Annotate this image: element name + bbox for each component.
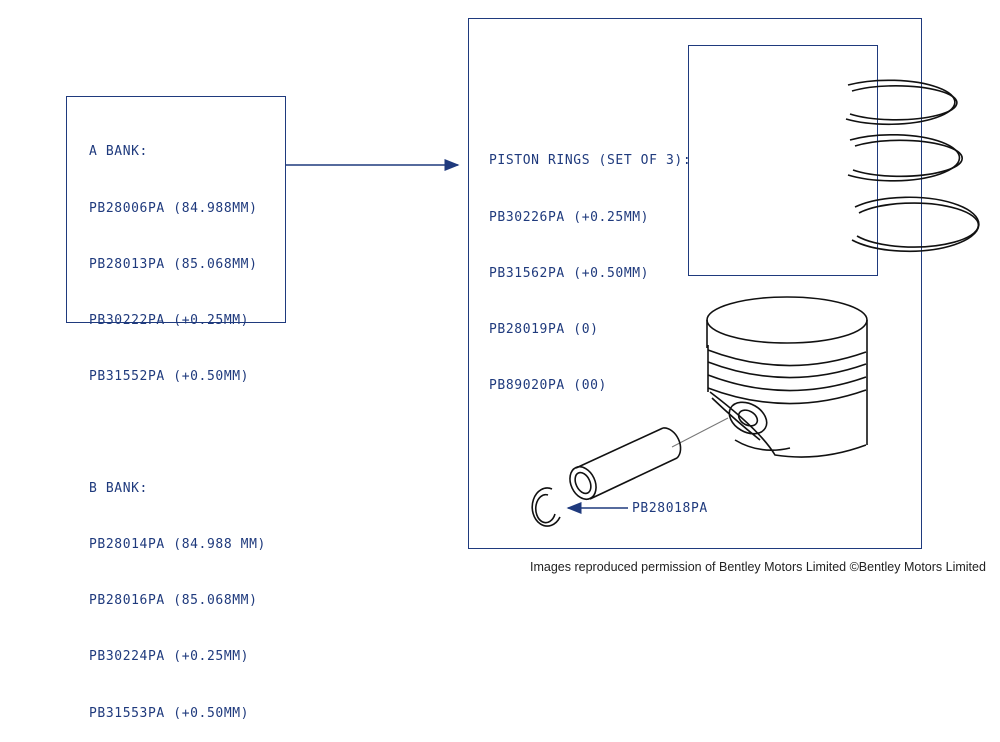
pin-axis-line (671, 417, 729, 448)
b-bank-part: PB31553PA (+0.50MM) (89, 705, 250, 721)
a-bank-part: PB28006PA (84.988MM) (89, 200, 258, 216)
piston-ring-part: PB89020PA (00) (489, 377, 607, 393)
piston-rings-heading: PISTON RINGS (SET OF 3): (489, 153, 692, 169)
piston-illustration (286, 79, 980, 527)
gudgeon-pin-icon (569, 427, 682, 501)
bank-parts-box (66, 96, 286, 323)
piston-rings-icon (845, 79, 980, 253)
a-bank-part: PB30222PA (+0.25MM) (89, 312, 250, 328)
copyright-notice: Images reproduced permission of Bentley … (530, 560, 986, 574)
piston-rings-box (688, 45, 878, 276)
b-bank-heading: B BANK: (89, 481, 148, 497)
piston-diagram-box (468, 18, 922, 549)
piston-icon (706, 296, 868, 458)
circlip-part-label: PB28018PA (632, 501, 708, 516)
a-bank-part: PB31552PA (+0.50MM) (89, 368, 250, 384)
b-bank-part: PB28014PA (84.988 MM) (89, 537, 266, 553)
a-bank-part: PB28013PA (85.068MM) (89, 256, 258, 272)
a-bank-heading: A BANK: (89, 144, 148, 160)
piston-rings-list: PISTON RINGS (SET OF 3): PB30226PA (+0.2… (489, 115, 691, 414)
circlip-icon (531, 487, 561, 527)
b-bank-part: PB28016PA (85.068MM) (89, 593, 258, 609)
piston-ring-part: PB28019PA (0) (489, 321, 599, 337)
b-bank-part: PB30224PA (+0.25MM) (89, 649, 250, 665)
piston-ring-part: PB30226PA (+0.25MM) (489, 209, 650, 225)
piston-ring-part: PB31562PA (+0.50MM) (489, 265, 650, 281)
